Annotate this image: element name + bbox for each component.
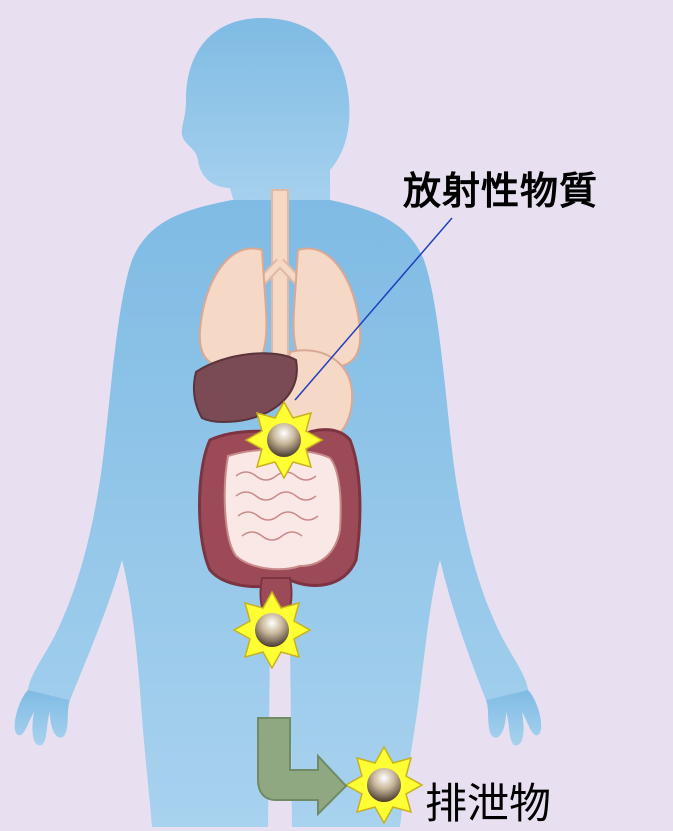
- star-particle-icon: [234, 592, 310, 668]
- star-particle-icon: [346, 747, 422, 823]
- excreta-label: 排泄物: [425, 770, 551, 831]
- radioactive-substance-label: 放射性物質: [403, 160, 598, 215]
- star-particle-icon: [246, 402, 322, 478]
